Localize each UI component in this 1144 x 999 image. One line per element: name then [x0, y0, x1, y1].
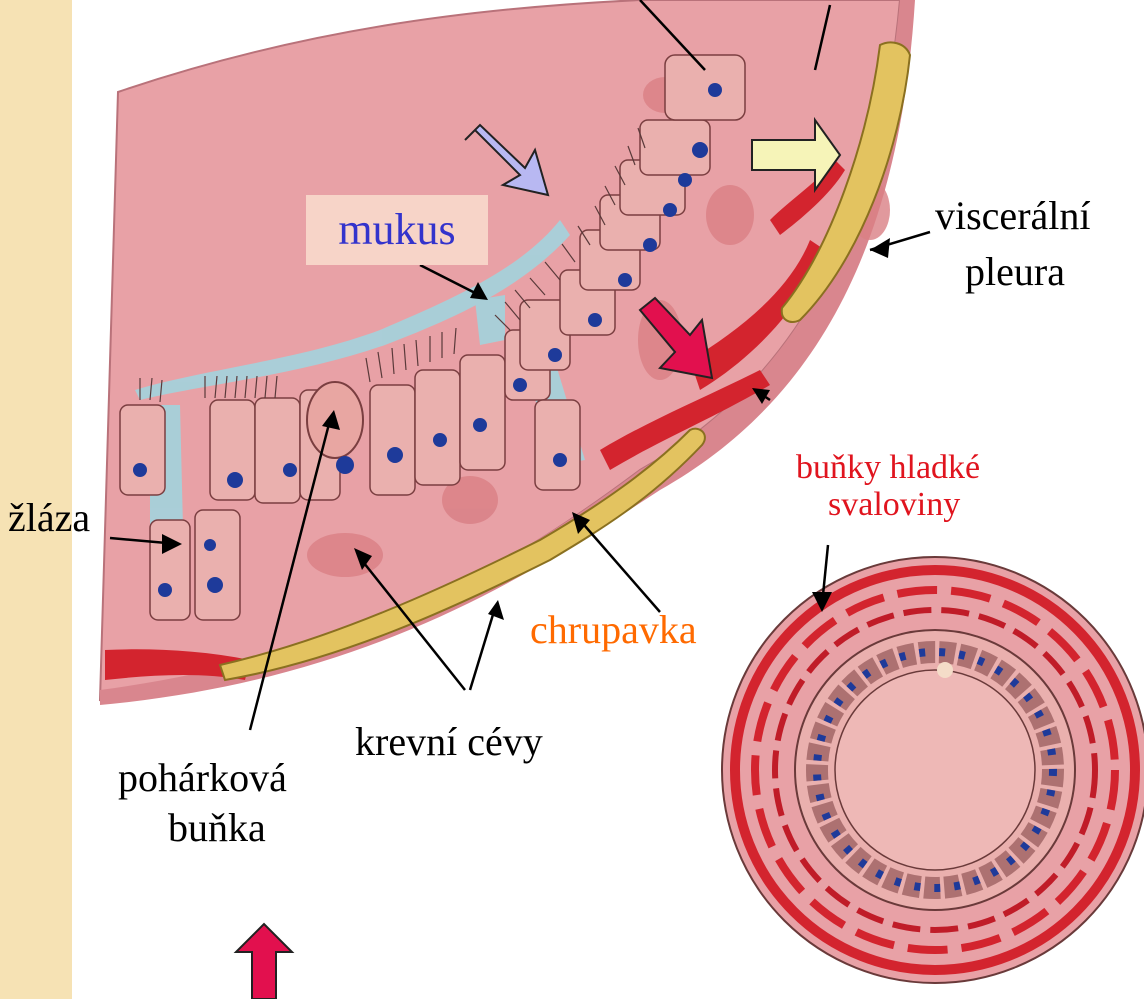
- bronchiole-cross-section: [722, 557, 1144, 983]
- mucus-label: mukus: [306, 195, 488, 265]
- goblet-cell-label-line2: buňka: [168, 808, 266, 848]
- pleura-label: pleura: [965, 252, 1065, 292]
- magenta-up-arrow: [236, 924, 292, 999]
- goblet-cell-label-line1: pohárková: [118, 758, 287, 798]
- visceral-label: viscerální: [935, 196, 1091, 236]
- blood-vessels-label: krevní cévy: [355, 722, 543, 762]
- cartilage-label: chrupavka: [530, 610, 697, 650]
- gland-label: žláza: [8, 498, 90, 538]
- smooth-muscle-label-line1: buňky hladké: [796, 448, 980, 487]
- smooth-muscle-label-line2: svaloviny: [828, 488, 960, 522]
